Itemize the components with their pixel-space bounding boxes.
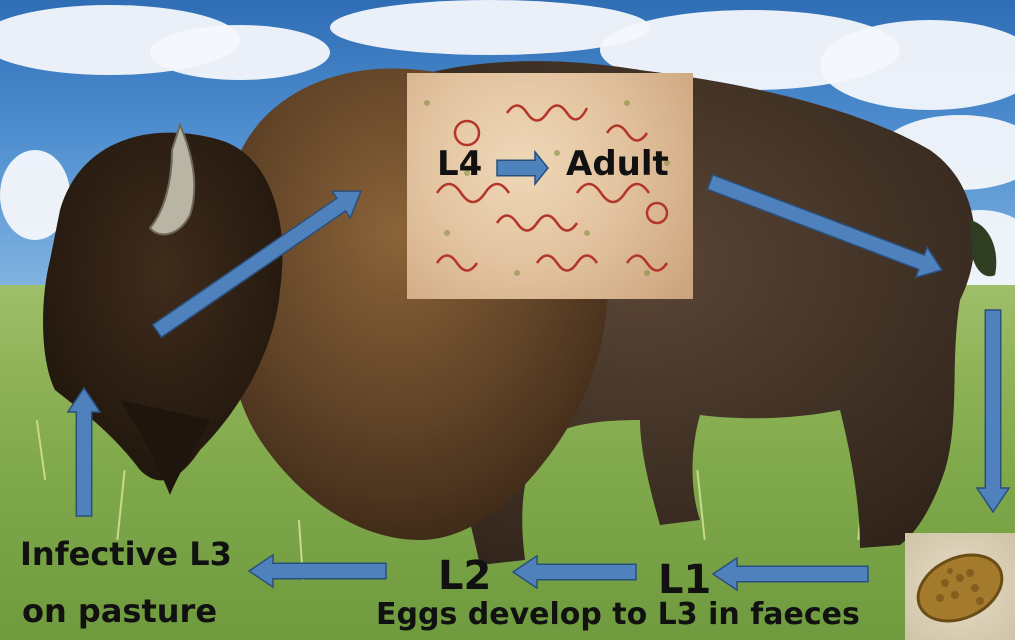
arrow-l1-to-l2 xyxy=(513,556,636,588)
arrow-pasture-to-mouth xyxy=(68,388,100,516)
label-on-pasture: on pasture xyxy=(22,595,217,627)
label-l4: L4 xyxy=(437,147,482,181)
arrow-adult-to-tail xyxy=(707,175,942,277)
label-infective-l3: Infective L3 xyxy=(20,538,232,570)
arrow-mouth-to-l4 xyxy=(153,191,361,337)
label-adult: Adult xyxy=(566,147,669,181)
label-l1: L1 xyxy=(658,560,711,600)
arrow-egg-to-l1 xyxy=(713,558,868,590)
arrow-l4-to-adult xyxy=(497,152,548,184)
arrow-tail-to-egg xyxy=(977,310,1009,512)
label-eggs-caption: Eggs develop to L3 in faeces xyxy=(376,600,860,630)
label-l2: L2 xyxy=(438,556,491,596)
arrow-l2-to-infective-l3 xyxy=(249,555,386,587)
